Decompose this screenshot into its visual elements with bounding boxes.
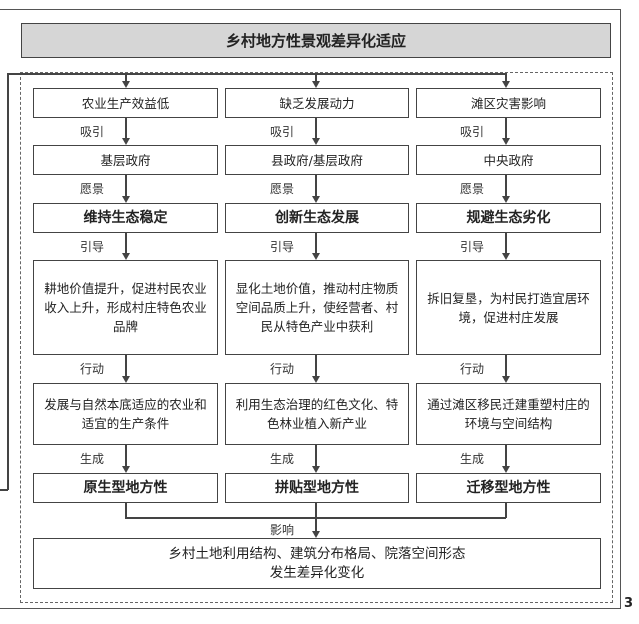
arrow-down-icon (502, 466, 510, 473)
connector-line (315, 73, 317, 82)
vision-label: 愿景 (80, 182, 105, 196)
guide-label: 引导 (270, 239, 295, 254)
result-box: 迁移型地方性 (416, 473, 601, 503)
connector-line (505, 233, 507, 254)
connector-line (125, 445, 127, 467)
connector-line (315, 175, 317, 197)
generate-label: 生成 (270, 452, 295, 466)
arrow-down-icon (502, 196, 510, 203)
arrow-down-icon (312, 196, 320, 203)
diagram-title: 乡村地方性景观差异化适应 (21, 23, 611, 58)
result-box: 拼贴型地方性 (225, 473, 409, 503)
connector-line (505, 355, 507, 377)
merge-line (315, 502, 317, 532)
result-box: 原生型地方性 (33, 473, 218, 503)
actor-box: 基层政府 (33, 145, 218, 175)
feedback-line-bottom (0, 489, 8, 491)
actor-box: 县政府/基层政府 (225, 145, 409, 175)
feedback-line-top (7, 73, 506, 75)
connector-line (505, 445, 507, 467)
merge-line (125, 502, 127, 518)
connector-line (125, 73, 127, 82)
arrow-down-icon (312, 81, 320, 88)
guide-label: 引导 (80, 239, 105, 254)
vision-box: 规避生态劣化 (416, 203, 601, 233)
goal-box: 拆旧复垦，为村民打造宜居环境，促进村庄发展 (416, 260, 601, 355)
connector-line (125, 233, 127, 254)
arrow-down-icon (122, 196, 130, 203)
arrow-down-icon (502, 81, 510, 88)
cause-box: 滩区灾害影响 (416, 88, 601, 118)
arrow-down-icon (312, 376, 320, 383)
goal-box: 显化土地价值，推动村庄物质空间品质上升，使经营者、村民从特色产业中获利 (225, 260, 409, 355)
arrow-down-icon (502, 376, 510, 383)
connector-line (125, 118, 127, 139)
vision-box: 创新生态发展 (225, 203, 409, 233)
guide-label: 引导 (460, 239, 485, 254)
influence-label: 影响 (270, 523, 295, 537)
arrow-down-icon (502, 253, 510, 260)
vision-label: 愿景 (460, 182, 485, 196)
cause-box: 农业生产效益低 (33, 88, 218, 118)
generate-label: 生成 (460, 452, 485, 466)
attract-label: 吸引 (460, 124, 485, 139)
arrow-down-icon (312, 138, 320, 145)
vision-label: 愿景 (270, 182, 295, 196)
attract-label: 吸引 (270, 124, 295, 139)
action-box: 利用生态治理的红色文化、特色林业植入新产业 (225, 383, 409, 445)
dashed-container (20, 72, 613, 603)
arrow-down-icon (122, 466, 130, 473)
connector-line (315, 445, 317, 467)
connector-line (505, 175, 507, 197)
connector-line (315, 355, 317, 377)
connector-line (315, 118, 317, 139)
vision-box: 维持生态稳定 (33, 203, 218, 233)
connector-line (315, 233, 317, 254)
outcome-box: 乡村土地利用结构、建筑分布格局、院落空间形态 发生差异化变化 (33, 538, 601, 589)
arrow-down-icon (122, 376, 130, 383)
arrow-down-icon (502, 138, 510, 145)
arrow-down-icon (122, 81, 130, 88)
attract-label: 吸引 (80, 124, 105, 139)
arrow-down-icon (312, 466, 320, 473)
generate-label: 生成 (80, 452, 105, 466)
action-label: 行动 (270, 362, 295, 376)
goal-box: 耕地价值提升，促进村民农业收入上升，形成村庄特色农业品牌 (33, 260, 218, 355)
cause-box: 缺乏发展动力 (225, 88, 409, 118)
arrow-down-icon (122, 138, 130, 145)
action-label: 行动 (80, 362, 105, 376)
action-label: 行动 (460, 362, 485, 376)
arrow-down-icon (312, 531, 320, 538)
feedback-line-left (7, 73, 9, 490)
outer-frame (0, 9, 621, 609)
action-box: 通过滩区移民迁建重塑村庄的环境与空间结构 (416, 383, 601, 445)
connector-line (125, 355, 127, 377)
action-box: 发展与自然本底适应的农业和适宜的生产条件 (33, 383, 218, 445)
connector-line (505, 73, 507, 82)
page-number: 3 (624, 596, 634, 611)
connector-line (125, 175, 127, 197)
connector-line (505, 118, 507, 139)
arrow-down-icon (122, 253, 130, 260)
actor-box: 中央政府 (416, 145, 601, 175)
arrow-down-icon (312, 253, 320, 260)
merge-line (505, 502, 507, 518)
